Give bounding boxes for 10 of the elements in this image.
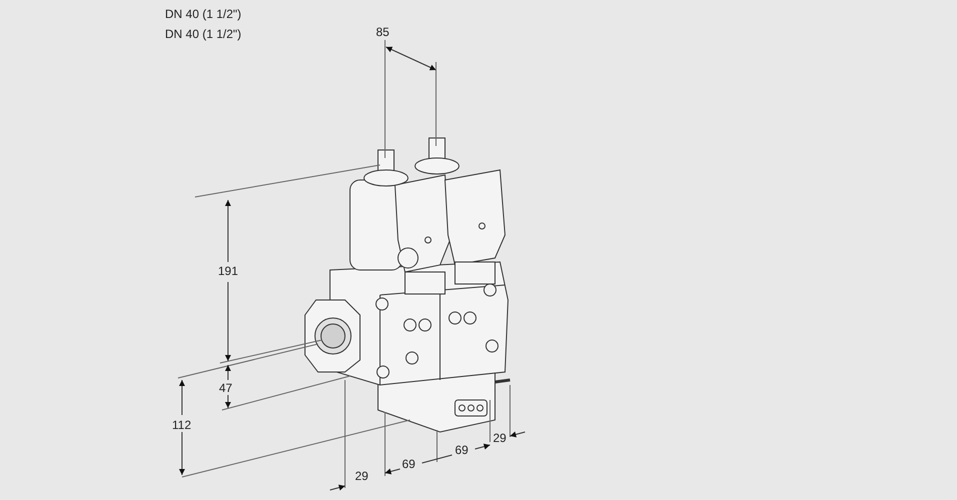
- dimension-value: 69: [402, 457, 416, 471]
- dimension-value: 85: [376, 25, 390, 39]
- size-note: DN 40 (1 1/2"): [165, 27, 242, 41]
- dimension-value: 112: [172, 418, 192, 432]
- dimension-value: 47: [219, 381, 232, 395]
- dimension-value: 191: [218, 264, 238, 278]
- dimension-value: 69: [455, 443, 468, 457]
- size-note: DN 40 (1 1/2"): [165, 7, 242, 21]
- dimension-value: 29: [355, 469, 368, 483]
- dimension-value: 29: [493, 431, 506, 445]
